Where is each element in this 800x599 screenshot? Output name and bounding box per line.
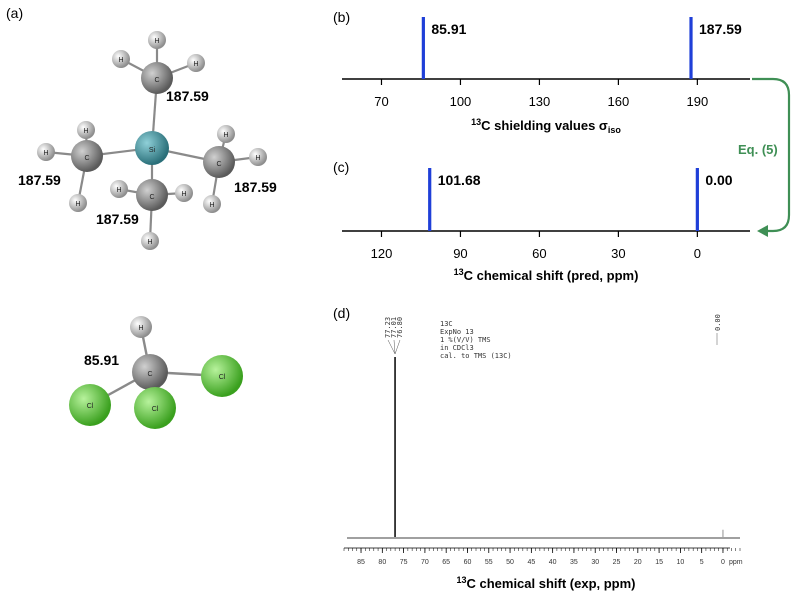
atom-label-h: H bbox=[193, 61, 198, 68]
atom-label-h: H bbox=[154, 38, 159, 45]
tick-label: 65 bbox=[442, 559, 450, 566]
atom-label-h: H bbox=[118, 57, 123, 64]
atom-label-h: H bbox=[223, 132, 228, 139]
tick-label: 40 bbox=[549, 559, 557, 566]
tms-shielding-label: 187.59 bbox=[18, 172, 61, 188]
axis-title: 13C chemical shift (pred, ppm) bbox=[454, 267, 639, 283]
panel-label-c: (c) bbox=[333, 159, 349, 175]
tick-label: 190 bbox=[687, 94, 709, 109]
atom-label-c: C bbox=[147, 371, 152, 378]
info-line: 13C bbox=[440, 320, 453, 328]
stick-value-label: 101.68 bbox=[438, 172, 481, 188]
tick-label: 5 bbox=[700, 559, 704, 566]
tick-label: 70 bbox=[374, 94, 388, 109]
tick-label: 50 bbox=[506, 559, 514, 566]
tick-label: 120 bbox=[371, 246, 393, 261]
stick-bar bbox=[428, 168, 432, 231]
atom-label-c: C bbox=[84, 155, 89, 162]
spectrum-info: 13C ExpNo 13 1 %(V/V) TMS in CDCl3 cal. … bbox=[440, 320, 512, 360]
stick-bar bbox=[695, 168, 699, 231]
atom-label-h: H bbox=[116, 187, 121, 194]
tick-label: 30 bbox=[591, 559, 599, 566]
tick-label: 100 bbox=[450, 94, 472, 109]
atom-label-c: C bbox=[216, 161, 221, 168]
atom-label-h: H bbox=[83, 128, 88, 135]
tick-label: 35 bbox=[570, 559, 578, 566]
tick-label: 160 bbox=[608, 94, 630, 109]
tick-label: 75 bbox=[400, 559, 408, 566]
atom-label-c: C bbox=[149, 194, 154, 201]
tick-label: 80 bbox=[378, 559, 386, 566]
tick-label: 85 bbox=[357, 559, 365, 566]
tick-label: 45 bbox=[527, 559, 535, 566]
tms-shielding-label: 187.59 bbox=[166, 88, 209, 104]
atom-label-c: C bbox=[154, 77, 159, 84]
peak-label: 77.01 bbox=[390, 317, 398, 338]
peak-label-leader bbox=[387, 339, 396, 355]
tick-label: 30 bbox=[611, 246, 625, 261]
atom-label-h: H bbox=[181, 191, 186, 198]
tms-shielding-label: 187.59 bbox=[234, 179, 277, 195]
axis-title: 13C shielding values σiso bbox=[471, 117, 621, 135]
tick-label: 60 bbox=[532, 246, 546, 261]
panel-label-b: (b) bbox=[333, 9, 350, 25]
arrow-label: Eq. (5) bbox=[738, 142, 778, 157]
atom-label-si: Si bbox=[149, 147, 156, 154]
atom-label-h: H bbox=[138, 325, 143, 332]
peak-label: 76.80 bbox=[396, 317, 404, 338]
info-line: in CDCl3 bbox=[440, 344, 474, 352]
peak-label: 77.23 bbox=[384, 317, 392, 338]
chcl3-molecule: H C Cl Cl Cl 85.91 bbox=[69, 316, 243, 429]
atom-label-cl: Cl bbox=[152, 406, 159, 413]
axis-title: 13C chemical shift (exp, ppm) bbox=[456, 575, 635, 591]
stick-value-label: 85.91 bbox=[431, 21, 466, 37]
peak-label-leader bbox=[393, 339, 396, 355]
tick-label: 20 bbox=[634, 559, 642, 566]
tick-label: 0 bbox=[694, 246, 701, 261]
info-line: 1 %(V/V) TMS bbox=[440, 336, 491, 344]
tick-label: 60 bbox=[464, 559, 472, 566]
stick-value-label: 0.00 bbox=[705, 172, 732, 188]
tick-label: 130 bbox=[529, 94, 551, 109]
tick-label: 0 bbox=[721, 559, 725, 566]
panel-label-a: (a) bbox=[6, 5, 23, 21]
chart-shielding: 70 100 130 160 190 85.91 187.59 13C shielding… bbox=[342, 17, 750, 135]
atom-label-h: H bbox=[75, 201, 80, 208]
chart-predicted-shift: 120 90 60 30 0 101.68 0.00 13C chemical shift… bbox=[342, 168, 750, 283]
stick-bar bbox=[421, 17, 425, 79]
tick-label: 70 bbox=[421, 559, 429, 566]
conversion-arrow: Eq. (5) bbox=[738, 77, 791, 237]
tms-molecule: C C C C Si H H H H H H H H H H H H 187.5… bbox=[18, 31, 277, 250]
atom-label-h: H bbox=[209, 202, 214, 209]
atom-label-h: H bbox=[43, 150, 48, 157]
chcl3-shielding-label: 85.91 bbox=[84, 352, 119, 368]
tick-label: 25 bbox=[613, 559, 621, 566]
tick-label: 10 bbox=[676, 559, 684, 566]
tick-label: 15 bbox=[655, 559, 663, 566]
atom-label-h: H bbox=[147, 239, 152, 246]
stick-bar bbox=[689, 17, 693, 79]
tick-label: 90 bbox=[453, 246, 467, 261]
atom-label-h: H bbox=[255, 155, 260, 162]
tms-peak-label: 0.00 bbox=[714, 314, 722, 331]
arrow-head-icon bbox=[757, 225, 768, 237]
atom-label-cl: Cl bbox=[219, 374, 226, 381]
info-line: cal. to TMS (13C) bbox=[440, 352, 512, 360]
tick-label: 55 bbox=[485, 559, 493, 566]
info-line: ExpNo 13 bbox=[440, 328, 474, 336]
peak-label-leader bbox=[394, 339, 401, 355]
axis-unit: ppm bbox=[729, 559, 743, 566]
tms-shielding-label: 187.59 bbox=[96, 211, 139, 227]
panel-label-d: (d) bbox=[333, 305, 350, 321]
stick-value-label: 187.59 bbox=[699, 21, 742, 37]
atom-label-cl: Cl bbox=[87, 403, 94, 410]
